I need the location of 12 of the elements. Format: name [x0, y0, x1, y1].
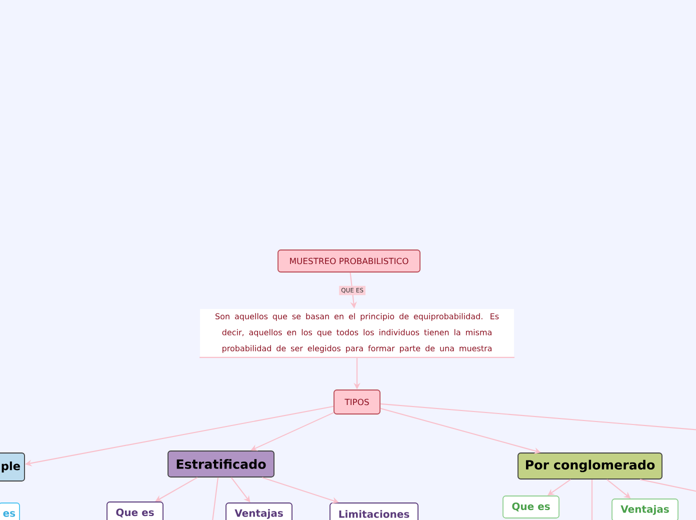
description-box: Son aquellos que se basan en el principio de equiprobabilidad. Es decir, aquellos en los que todos los individuos tienen la misma probabilidad de ser elegidos para formar parte de una muestra [200, 309, 514, 357]
topic-box: Estratificado [168, 450, 274, 478]
subtopic-box: Que es [106, 502, 164, 520]
topic-box: Por conglomerado [518, 452, 662, 480]
subtopic-box: Ventajas [226, 502, 292, 520]
subtopic-box: Ventajas [612, 498, 678, 520]
subtopic-box: Que es [502, 496, 560, 518]
topic-box: MUESTREO PROBABILISTICO [278, 250, 420, 272]
subtopic-box: Limitaciones [330, 502, 418, 520]
topic-box: ple [0, 452, 25, 482]
subtopic-box: es [0, 502, 20, 520]
topic-box: TIPOS [334, 390, 380, 414]
